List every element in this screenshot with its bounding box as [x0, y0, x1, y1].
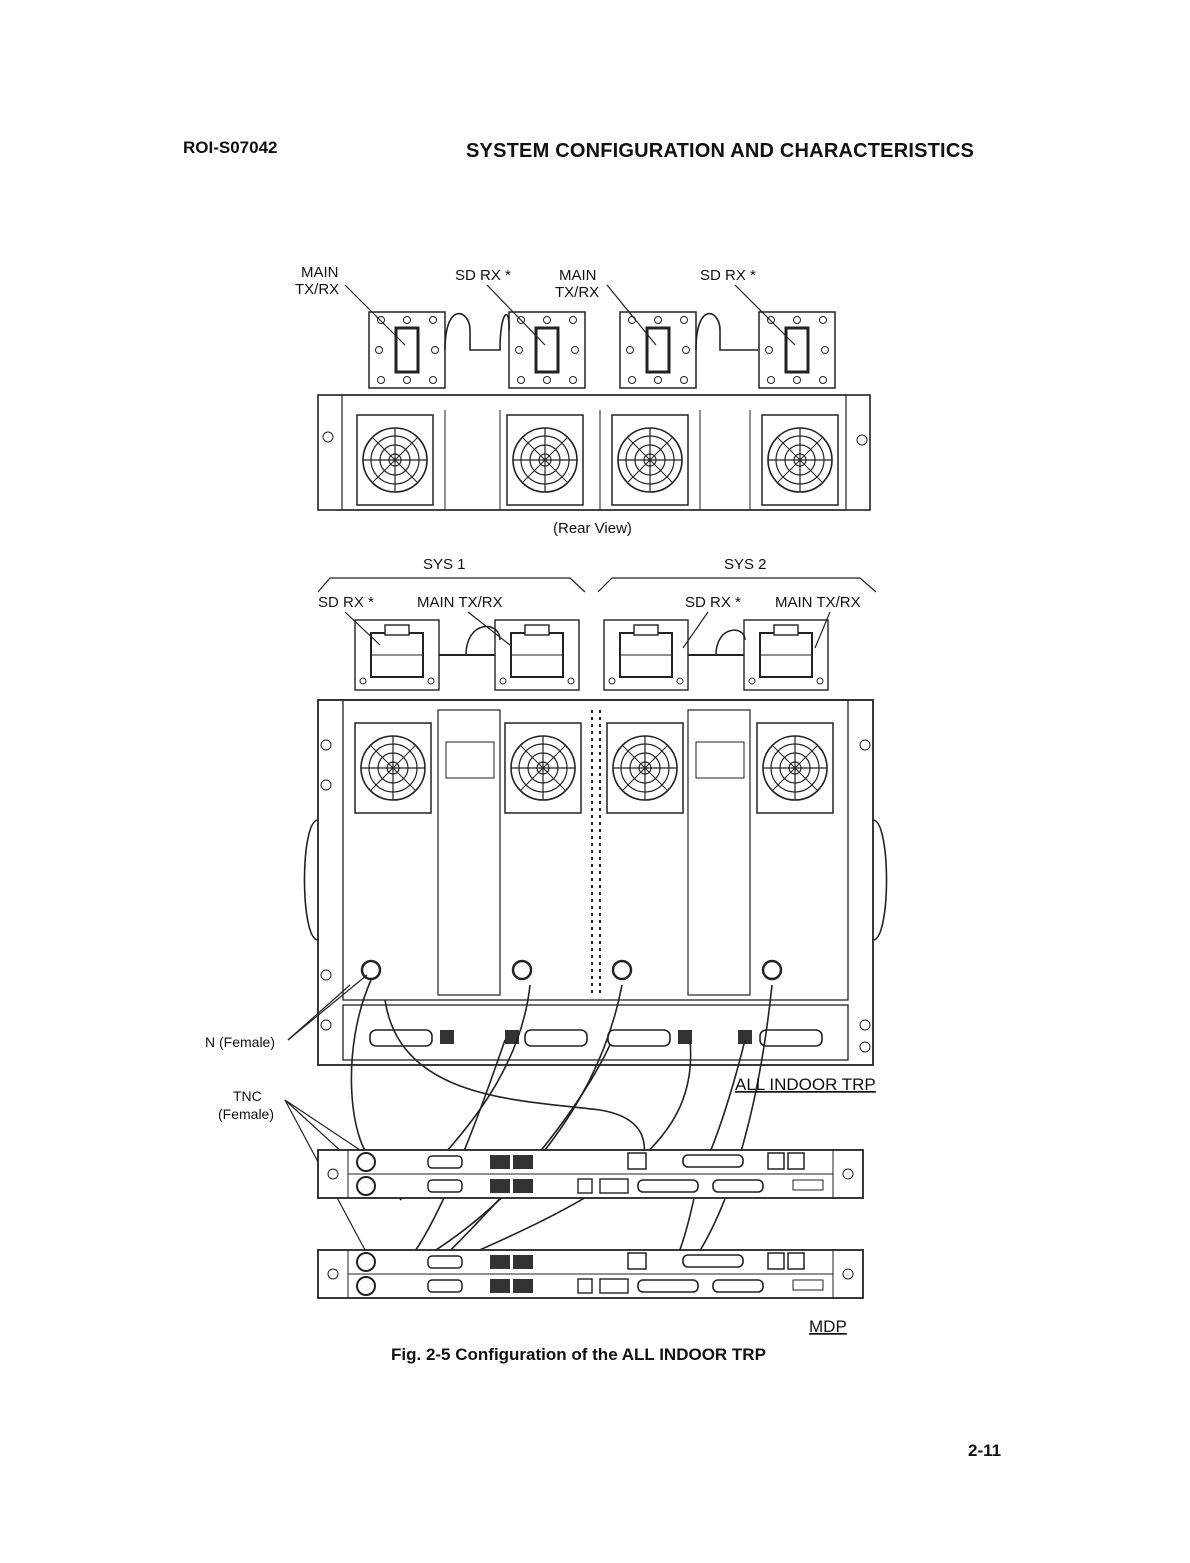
label-front-sd-rx-1: SD RX *: [318, 594, 374, 611]
sys2-label: SYS 2: [724, 556, 767, 573]
label-main-2a: MAIN: [559, 267, 597, 284]
rear-waveguide-flanges: [369, 312, 835, 388]
label-all-indoor-trp: ALL INDOOR TRP: [735, 1075, 876, 1094]
mdp-unit-1: [318, 1150, 863, 1198]
label-main-1a: MAIN: [301, 264, 339, 281]
mdp-unit-2: [318, 1250, 863, 1298]
label-mdp: MDP: [809, 1317, 847, 1336]
front-isolators: [355, 620, 828, 690]
indoor-trp-chassis: [305, 700, 887, 1065]
label-main-2b: TX/RX: [555, 284, 599, 301]
label-n-female: N (Female): [205, 1034, 275, 1050]
label-tnc: TNC: [233, 1088, 262, 1104]
label-sd-rx-2: SD RX *: [700, 267, 756, 284]
label-front-sd-rx-2: SD RX *: [685, 594, 741, 611]
label-tnc-female: (Female): [218, 1106, 274, 1122]
sys1-label: SYS 1: [423, 556, 466, 573]
label-sd-rx-1: SD RX *: [455, 267, 511, 284]
label-front-main-1: MAIN TX/RX: [417, 594, 503, 611]
rear-view-chassis: [318, 395, 870, 510]
label-front-main-2: MAIN TX/RX: [775, 594, 861, 611]
page-number: 2-11: [968, 1441, 1001, 1461]
rear-view-label: (Rear View): [553, 520, 632, 537]
system-brackets: [318, 578, 876, 592]
label-main-1b: TX/RX: [295, 281, 339, 298]
figure-caption: Fig. 2-5 Configuration of the ALL INDOOR…: [391, 1345, 766, 1365]
